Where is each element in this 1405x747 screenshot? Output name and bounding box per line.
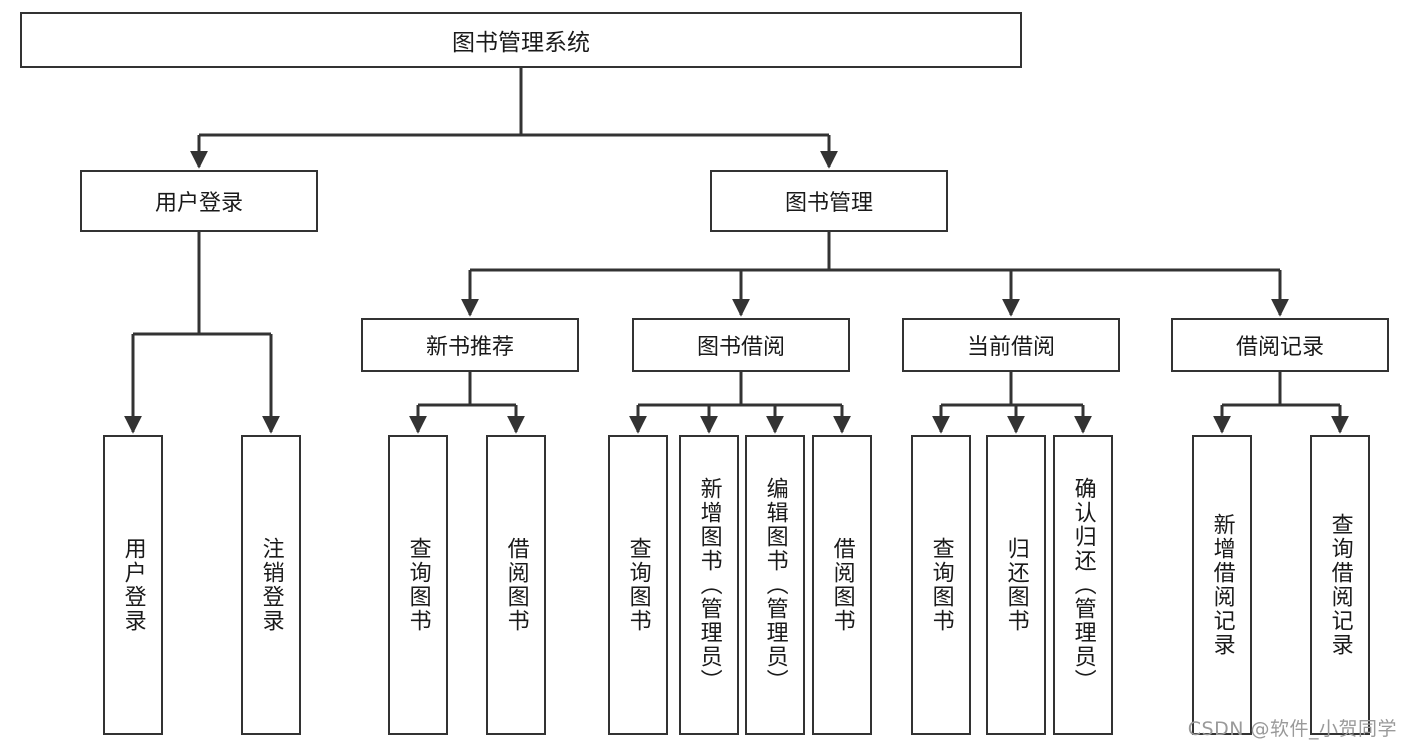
- node-label: 图书管理: [784, 191, 873, 216]
- node-label: 查询图书: [928, 537, 954, 633]
- node-label: 编辑图书（管理员）: [762, 477, 788, 693]
- node-new-book-recommend[interactable]: 新书推荐: [361, 318, 579, 372]
- node-label: 借阅图书: [503, 537, 529, 633]
- node-borrow-record[interactable]: 借阅记录: [1171, 318, 1389, 372]
- node-label: 注销登录: [258, 537, 284, 633]
- node-label: 确认归还（管理员）: [1070, 477, 1096, 693]
- node-root[interactable]: 图书管理系统: [20, 12, 1022, 68]
- node-leaf-query-book-2[interactable]: 查询图书: [608, 435, 668, 735]
- node-label: 用户登录: [154, 191, 243, 216]
- node-label: 借阅图书: [829, 537, 855, 633]
- node-label: 新增借阅记录: [1209, 513, 1235, 657]
- node-current-borrow[interactable]: 当前借阅: [902, 318, 1120, 372]
- node-book-borrow[interactable]: 图书借阅: [632, 318, 850, 372]
- node-leaf-query-borrow-record[interactable]: 查询借阅记录: [1310, 435, 1370, 735]
- node-label: 图书管理系统: [452, 30, 590, 56]
- node-label: 查询图书: [625, 537, 651, 633]
- node-label: 归还图书: [1003, 537, 1029, 633]
- node-leaf-query-book-3[interactable]: 查询图书: [911, 435, 971, 735]
- node-label: 当前借阅: [966, 335, 1055, 360]
- node-leaf-query-book-1[interactable]: 查询图书: [388, 435, 448, 735]
- node-label: 新书推荐: [425, 335, 514, 360]
- node-book-manage[interactable]: 图书管理: [710, 170, 948, 232]
- node-leaf-user-logout[interactable]: 注销登录: [241, 435, 301, 735]
- node-leaf-edit-book-admin[interactable]: 编辑图书（管理员）: [745, 435, 805, 735]
- node-leaf-user-login[interactable]: 用户登录: [103, 435, 163, 735]
- node-leaf-confirm-return-admin[interactable]: 确认归还（管理员）: [1053, 435, 1113, 735]
- node-leaf-add-book-admin[interactable]: 新增图书（管理员）: [679, 435, 739, 735]
- node-label: 查询图书: [405, 537, 431, 633]
- node-label: 图书借阅: [696, 335, 785, 360]
- watermark-text: CSDN @软件_小贺同学: [1187, 718, 1397, 740]
- node-label: 用户登录: [120, 537, 146, 633]
- node-leaf-add-borrow-record[interactable]: 新增借阅记录: [1192, 435, 1252, 735]
- node-label: 查询借阅记录: [1327, 513, 1353, 657]
- node-leaf-borrow-book-1[interactable]: 借阅图书: [486, 435, 546, 735]
- node-leaf-return-book[interactable]: 归还图书: [986, 435, 1046, 735]
- node-label: 新增图书（管理员）: [696, 477, 722, 693]
- node-user-login[interactable]: 用户登录: [80, 170, 318, 232]
- node-leaf-borrow-book-2[interactable]: 借阅图书: [812, 435, 872, 735]
- node-label: 借阅记录: [1235, 335, 1324, 360]
